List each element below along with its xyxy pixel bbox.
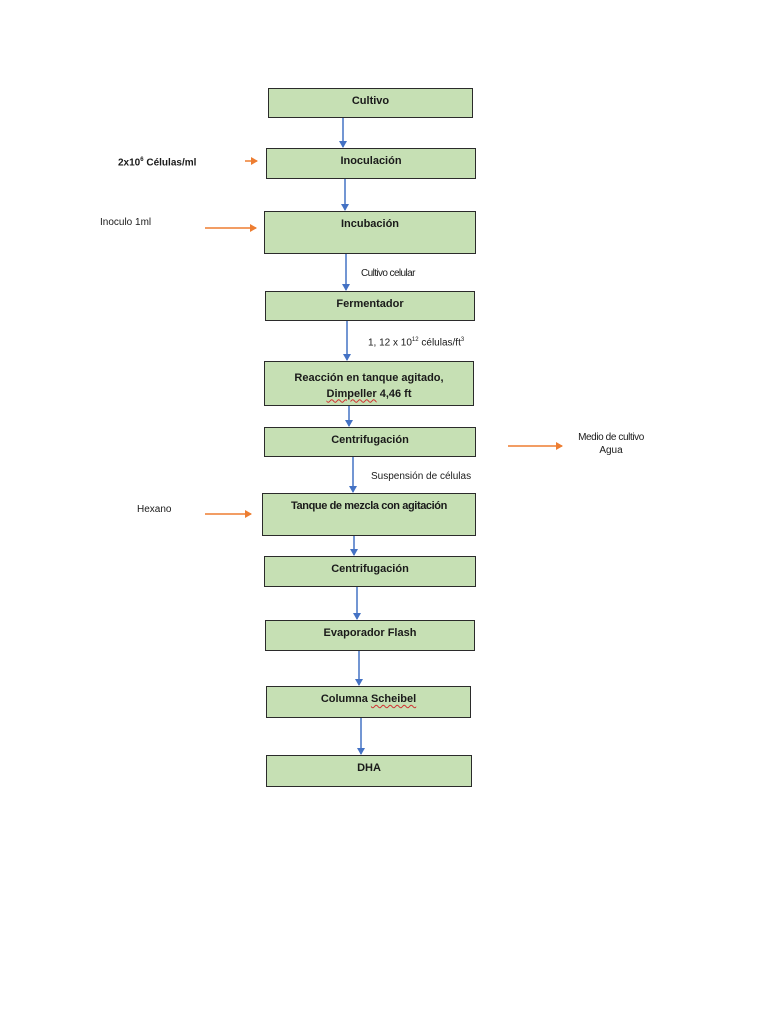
input-celulas-base: 2x10: [118, 157, 141, 169]
output-medio-cultivo-label: Medio de cultivo Agua: [565, 431, 657, 457]
step-dha: DHA: [266, 755, 472, 787]
step-reaccion-line2: Dimpeller 4,46 ft: [327, 386, 412, 402]
output-medio-line1: Medio de cultivo: [578, 432, 644, 443]
step-evaporador-flash: Evaporador Flash: [265, 620, 475, 651]
step-fermentador-label: Fermentador: [336, 298, 404, 310]
input-celulas-exp: 6: [140, 157, 144, 163]
stream-cultivo-celular: Cultivo celular: [361, 268, 415, 279]
step-evaporador-flash-label: Evaporador Flash: [323, 627, 417, 639]
step-reaccion-line1: Reacción en tanque agitado,: [294, 371, 444, 384]
step-dha-label: DHA: [357, 762, 381, 774]
step-tanque-mezcla-label: Tanque de mezcla con agitación: [291, 500, 447, 512]
step-reaccion-tanque-agitado: Reacción en tanque agitado, Dimpeller 4,…: [264, 361, 474, 406]
step-cultivo: Cultivo: [268, 88, 473, 118]
stream-concentracion-unit-exp: 3: [460, 337, 465, 343]
stream-concentracion-base: 1, 12 x 10: [368, 337, 412, 349]
step-columna-label: Columna Scheibel: [321, 691, 416, 707]
step-incubacion: Incubación: [264, 211, 476, 254]
stream-suspension: Suspensión de células: [371, 471, 472, 482]
step-centrifugacion-1-label: Centrifugación: [331, 434, 409, 446]
step-centrifugacion-1: Centrifugación: [264, 427, 476, 457]
step-inoculacion-label: Inoculación: [340, 155, 402, 167]
input-inoculo-label: Inoculo 1ml: [100, 217, 152, 228]
input-hexano-label: Hexano: [137, 504, 172, 515]
step-cultivo-label: Cultivo: [351, 95, 390, 107]
step-columna-word: Columna: [320, 693, 371, 705]
step-reaccion-value: 4,46 ft: [376, 387, 412, 400]
stream-concentracion-exp: 12: [411, 337, 419, 343]
stream-concentracion: 1, 12 x 1012 células/ft3: [368, 334, 464, 349]
step-reaccion-dimpeller: Dimpeller: [326, 387, 377, 400]
step-columna-scheibel: Columna Scheibel: [266, 686, 471, 718]
step-inoculacion: Inoculación: [266, 148, 476, 179]
input-celulas-label: 2x106 Células/ml: [118, 154, 196, 169]
step-fermentador: Fermentador: [265, 291, 475, 321]
step-centrifugacion-2-label: Centrifugación: [331, 563, 409, 575]
step-tanque-mezcla: Tanque de mezcla con agitación: [262, 493, 476, 536]
stream-concentracion-unit: células/ft: [418, 337, 461, 349]
step-columna-scheibel-word: Scheibel: [370, 693, 417, 705]
step-incubacion-label: Incubación: [340, 218, 400, 230]
output-medio-line2: Agua: [599, 445, 623, 456]
step-centrifugacion-2: Centrifugación: [264, 556, 476, 587]
input-celulas-unit: Células/ml: [143, 157, 197, 169]
